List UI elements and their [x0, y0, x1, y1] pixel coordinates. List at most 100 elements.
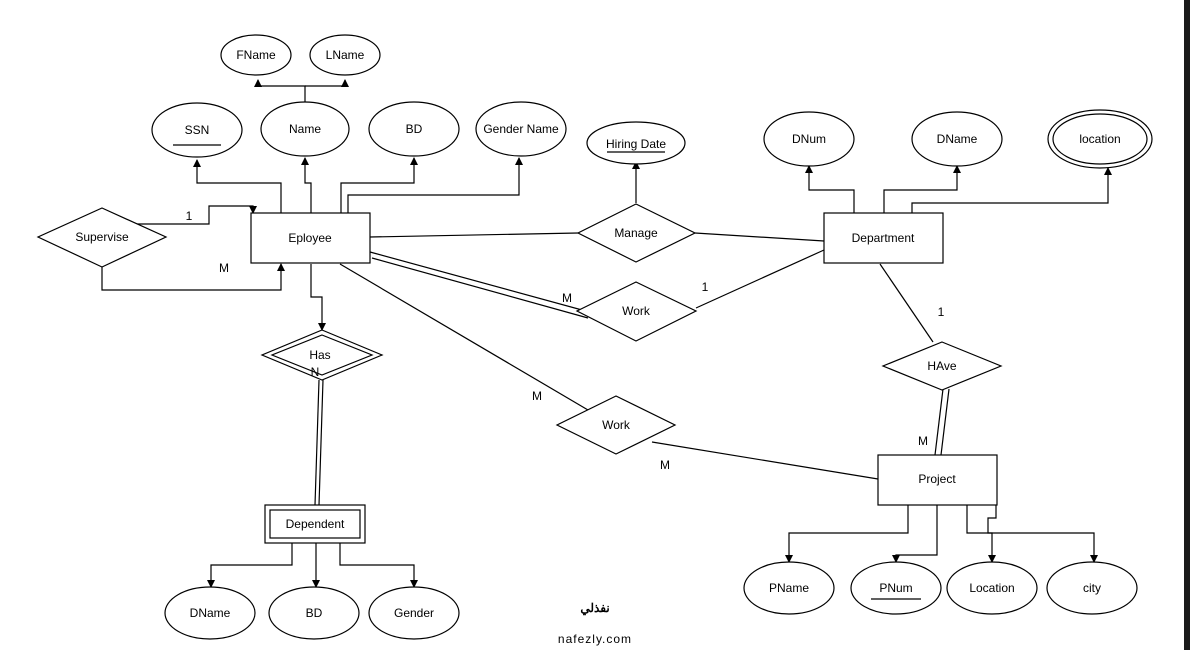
- entity-department: Department: [852, 231, 915, 245]
- edge-supervise-many: [101, 263, 285, 291]
- attr-dnum-shape: [763, 111, 855, 167]
- edge-dependent-gender: [339, 543, 418, 588]
- entity-employee: Eployee: [288, 231, 332, 245]
- rel-supervise: Supervise: [75, 230, 129, 244]
- rel-manage: Manage: [614, 226, 658, 240]
- edge-name-lname: [305, 79, 349, 87]
- entity-employee-shape: [250, 212, 371, 264]
- attr-city: city: [1083, 581, 1101, 595]
- attr-bd: BD: [406, 122, 423, 136]
- attr-dname: DName: [937, 132, 978, 146]
- edge-dependent-dname: [207, 543, 293, 588]
- edge-employee-work-b: [371, 257, 589, 319]
- edge-employee-name: [301, 157, 312, 213]
- entity-dependent: Dependent: [286, 517, 345, 531]
- card-supervise-many: M: [219, 261, 229, 275]
- attr-pnum-shape: [850, 561, 942, 615]
- card-work-proj-emp: M: [532, 389, 542, 403]
- attr-proj-location-shape: [946, 561, 1038, 615]
- edge-workproj-project: [651, 441, 879, 480]
- watermark-arabic: نفذلي: [580, 601, 609, 616]
- edge-project-pnum: [892, 505, 938, 563]
- rel-work-proj: Work: [602, 418, 631, 432]
- attr-pnum: PNum: [879, 581, 912, 595]
- attr-pname: PName: [769, 581, 809, 595]
- card-have-proj: M: [918, 434, 928, 448]
- edge-employee-workproj: [339, 263, 589, 411]
- attr-dnum: DNum: [792, 132, 826, 146]
- attr-dep-bd: BD: [306, 606, 323, 620]
- attr-dname-shape: [911, 111, 1003, 167]
- attr-name-shape: [260, 101, 350, 157]
- edge-manage-department: [694, 232, 825, 242]
- attr-dep-gender-shape: [368, 586, 460, 640]
- attr-proj-location: Location: [969, 581, 1014, 595]
- edge-employee-manage: [369, 232, 579, 238]
- edge-employee-bd: [340, 157, 418, 213]
- rel-has-inner: [270, 334, 374, 376]
- cardinality-labels: 1 M M 1 N M M 1 M: [186, 209, 945, 472]
- attributes-manage: Hiring Date: [586, 121, 686, 165]
- rel-work-dept: Work: [622, 304, 651, 318]
- rel-work-dept-shape: [575, 281, 698, 342]
- attr-ssn-shape: [151, 102, 243, 158]
- attr-lname-shape: [309, 34, 381, 76]
- rel-work-proj-shape: [555, 395, 677, 455]
- edge-supervise-one: [133, 205, 257, 225]
- attr-fname-shape: [220, 34, 292, 76]
- window-frame-edge: [1184, 0, 1190, 650]
- edge-employee-has: [310, 264, 326, 331]
- entity-project-shape: [877, 454, 998, 506]
- attr-location-inner: [1052, 113, 1148, 165]
- relationships: Supervise Manage Work Has Work HAve: [36, 203, 1003, 455]
- attributes-dependent: DName BD Gender: [164, 586, 460, 640]
- edge-project-location: [966, 505, 996, 563]
- watermark-latin: nafezly.com: [558, 632, 632, 646]
- card-supervise-one: 1: [186, 209, 193, 223]
- edge-name-fname: [254, 79, 306, 107]
- attr-dep-dname-shape: [164, 586, 256, 640]
- edge-have-project-b: [940, 388, 950, 456]
- edge-project-pname: [785, 505, 909, 563]
- entity-department-shape: [823, 212, 944, 264]
- attr-hiring-date-shape: [586, 121, 686, 165]
- entity-project: Project: [918, 472, 956, 486]
- edge-has-dependent-a: [314, 379, 320, 506]
- edge-department-location: [911, 167, 1112, 213]
- attr-location: location: [1079, 132, 1120, 146]
- rel-manage-shape: [576, 203, 697, 263]
- connectors: [101, 79, 1112, 588]
- card-work-dept: 1: [702, 280, 709, 294]
- rel-have-shape: [881, 341, 1003, 391]
- attr-dep-dname: DName: [190, 606, 231, 620]
- attr-ssn: SSN: [185, 123, 210, 137]
- attr-name: Name: [289, 122, 321, 136]
- edge-department-dnum: [805, 165, 855, 213]
- edge-has-dependent-b: [318, 379, 324, 506]
- attr-gender-name: Gender Name: [483, 122, 559, 136]
- edge-have-project-a: [934, 388, 944, 456]
- attr-hiring-date: Hiring Date: [606, 137, 666, 151]
- attr-bd-shape: [368, 101, 460, 157]
- edge-department-dname: [883, 165, 961, 213]
- attr-gender-name-shape: [475, 101, 567, 157]
- edge-employee-work-a: [369, 251, 594, 314]
- edge-employee-ssn: [193, 159, 282, 213]
- edge-employee-gender: [347, 157, 523, 213]
- attributes-department: DNum DName location: [763, 109, 1153, 169]
- entity-dependent-inner: [269, 509, 361, 539]
- attr-dep-bd-shape: [268, 586, 360, 640]
- card-has-n: N: [311, 365, 320, 379]
- attr-pname-shape: [743, 561, 835, 615]
- card-have-dept: 1: [938, 305, 945, 319]
- rel-has: Has: [309, 348, 330, 362]
- attr-city-shape: [1046, 561, 1138, 615]
- attr-lname: LName: [326, 48, 365, 62]
- card-work-proj-proj: M: [660, 458, 670, 472]
- edge-project-city: [987, 505, 1098, 563]
- edge-work-department: [695, 249, 825, 309]
- card-work-emp: M: [562, 291, 572, 305]
- attributes-project: PName PNum Location city: [743, 561, 1138, 615]
- attr-fname: FName: [236, 48, 276, 62]
